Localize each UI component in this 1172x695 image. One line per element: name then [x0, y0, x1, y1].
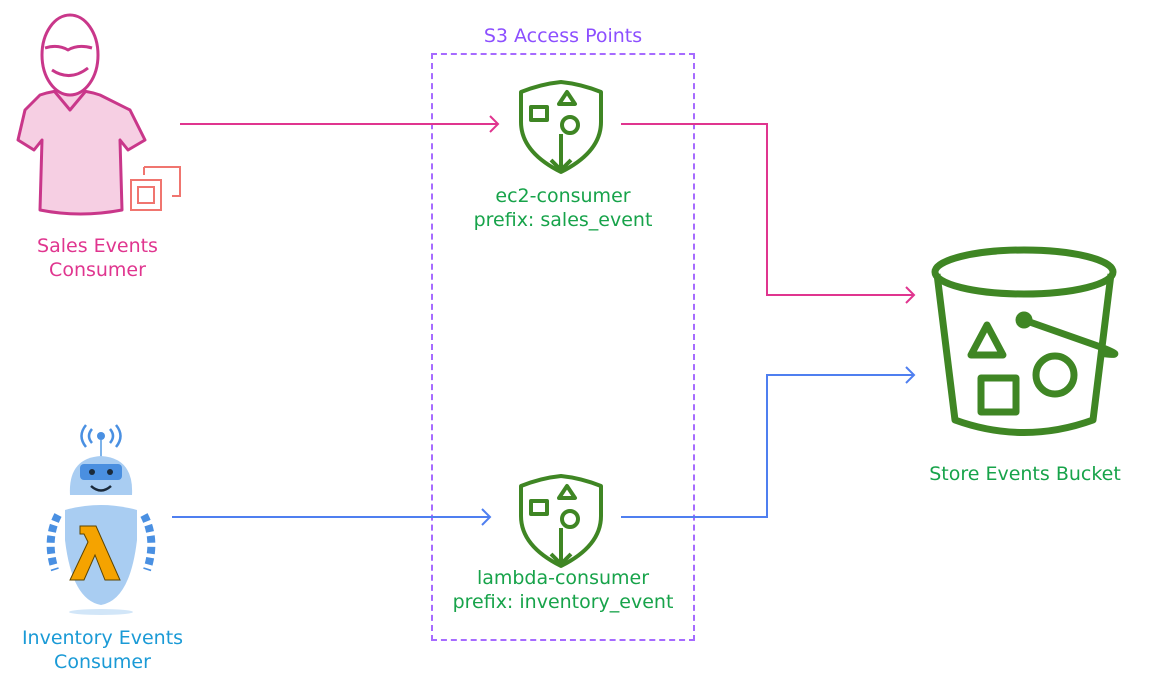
access-point-ec2-label: ec2-consumer prefix: sales_event — [431, 184, 695, 232]
sales-flow-connector — [180, 115, 916, 304]
s3-access-point-icon — [519, 80, 603, 174]
inventory-consumer-line2: Consumer — [54, 651, 151, 673]
access-point-name: lambda-consumer — [476, 567, 650, 589]
robot-icon — [46, 424, 156, 615]
s3-access-points-group — [431, 53, 695, 641]
inventory-flow-connector — [172, 366, 916, 526]
sales-consumer-line1: Sales Events — [37, 235, 158, 257]
s3-access-point-icon — [519, 474, 603, 568]
inventory-consumer-line1: Inventory Events — [21, 627, 184, 649]
access-point-name: ec2-consumer — [495, 185, 631, 207]
bucket-label: Store Events Bucket — [929, 463, 1121, 485]
s3-bucket-icon — [931, 246, 1119, 436]
access-point-prefix: prefix: inventory_event — [452, 591, 674, 613]
access-point-prefix: prefix: sales_event — [473, 209, 653, 231]
access-point-lambda-label: lambda-consumer prefix: inventory_event — [431, 566, 695, 614]
person-icon — [16, 13, 147, 216]
sales-consumer-line2: Consumer — [49, 259, 146, 281]
group-title: S3 Access Points — [483, 25, 643, 47]
inventory-consumer-label: Inventory Events Consumer — [0, 626, 205, 674]
ec2-icon — [130, 166, 181, 211]
sales-consumer-label: Sales Events Consumer — [0, 234, 195, 282]
